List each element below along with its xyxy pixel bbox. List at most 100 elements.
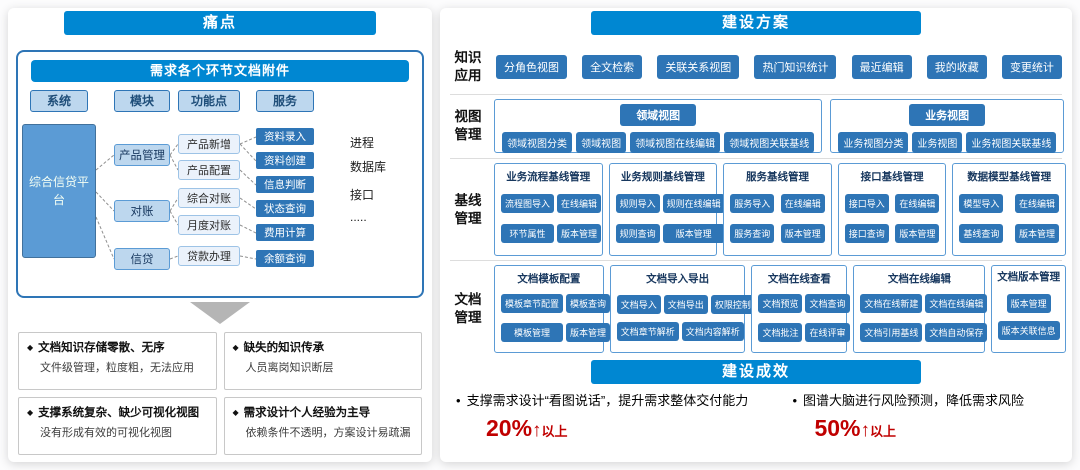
metric-value-line: 50%↑以上 (814, 415, 1064, 442)
column-header-service: 服务 (256, 90, 314, 112)
document-button[interactable]: 文档自动保存 (925, 322, 988, 342)
doc-chip-row: 文档导入 文档导出 权限控制 (616, 295, 755, 315)
baseline-button[interactable]: 模型导入 (959, 194, 1004, 213)
document-button[interactable]: 文档在线新建 (860, 294, 923, 314)
baseline-button[interactable]: 规则导入 (615, 194, 660, 213)
view-button[interactable]: 业务视图关联基线 (966, 132, 1057, 153)
knowledge-button[interactable]: 变更统计 (1001, 55, 1062, 79)
row-view-management: 视图管理 领域视图 领域视图分类 领域视图 领域视图在线编辑 领域视图关联基线 … (440, 96, 1072, 156)
baseline-button[interactable]: 服务查询 (730, 224, 775, 243)
group-doc-online-edit: 文档在线编辑 文档在线新建 文档在线编辑 文档引用基线 文档自动保存 (853, 265, 988, 353)
view-button[interactable]: 业务视图分类 (838, 132, 909, 153)
function-node: 产品配置 (178, 160, 240, 180)
baseline-button[interactable]: 环节属性 (501, 224, 555, 243)
side-item-interface: 接口 (350, 188, 375, 202)
function-node: 贷款办理 (178, 246, 240, 266)
up-arrow-icon: ↑ (860, 419, 870, 441)
group-rule-baseline: 业务规则基线管理 规则导入 规则在线编辑 规则查询 版本管理 (608, 163, 725, 256)
document-button[interactable]: 版本管理 (1006, 294, 1051, 314)
baseline-button[interactable]: 在线编辑 (895, 194, 940, 213)
group-title: 文档模板配置 (517, 273, 581, 285)
baseline-button[interactable]: 版本管理 (780, 224, 825, 243)
document-button[interactable]: 版本关联信息 (997, 321, 1060, 341)
document-button[interactable]: 模板查询 (566, 294, 611, 314)
baseline-button[interactable]: 规则在线编辑 (662, 194, 725, 213)
baseline-button[interactable]: 服务导入 (730, 194, 775, 213)
baseline-button[interactable]: 接口导入 (844, 194, 889, 213)
view-groups: 领域视图 领域视图分类 领域视图 领域视图在线编辑 领域视图关联基线 业务视图 … (494, 99, 1064, 153)
document-button[interactable]: 文档引用基线 (860, 322, 923, 342)
group-doc-import-export: 文档导入导出 文档导入 文档导出 权限控制 文档章节解析 文档内容解析 (609, 265, 755, 353)
document-button[interactable]: 文档章节解析 (616, 321, 679, 341)
document-button[interactable]: 版本管理 (566, 322, 611, 342)
column-header-function: 功能点 (178, 90, 240, 112)
group-title: 数据模型基线管理 (967, 171, 1052, 183)
group-interface-baseline: 接口基线管理 接口导入 在线编辑 接口查询 版本管理 (837, 163, 947, 256)
group-title: 文档版本管理 (997, 271, 1061, 283)
group-title: 文档导入导出 (646, 273, 710, 285)
service-node: 资料创建 (256, 152, 314, 169)
module-node: 对账 (114, 200, 170, 222)
view-button[interactable]: 领域视图关联基线 (724, 132, 815, 153)
pain-panel: 痛点 需求各个环节文档附件 系统 模块 功能点 服务 综合信贷平台 产品管理 对… (8, 8, 432, 462)
pain-desc: 依赖条件不透明，方案设计易疏漏 (245, 426, 411, 439)
metric-suffix: 以上 (869, 423, 896, 439)
knowledge-button[interactable]: 热门知识统计 (754, 55, 837, 79)
knowledge-button[interactable]: 全文检索 (582, 55, 643, 79)
metric-item: • 支撑需求设计“看图说话”，提升需求整体交付能力 20%↑以上 (456, 392, 776, 442)
function-node: 综合对账 (178, 188, 240, 208)
baseline-button[interactable]: 基线查询 (959, 224, 1004, 243)
pain-point-grid: ◆文档知识存储零散、无序 文件级管理，粒度粗，无法应用 ◆缺失的知识传承 人员离… (18, 332, 422, 455)
document-button[interactable]: 模板管理 (501, 322, 564, 342)
baseline-button[interactable]: 在线编辑 (1014, 194, 1059, 213)
document-button[interactable]: 文档导出 (663, 295, 708, 315)
row-baseline-management: 基线管理 业务流程基线管理 流程图导入 在线编辑 环节属性 版本管理 业务规则基… (440, 160, 1072, 259)
diagram-title: 需求各个环节文档附件 (31, 60, 409, 82)
baseline-button[interactable]: 版本管理 (662, 224, 725, 243)
baseline-button[interactable]: 版本管理 (1014, 224, 1059, 243)
baseline-button[interactable]: 在线编辑 (780, 194, 825, 213)
view-button[interactable]: 领域视图在线编辑 (630, 132, 721, 153)
group-title: 业务规则基线管理 (620, 171, 705, 183)
down-arrow-icon (190, 302, 250, 324)
pain-point-card: ◆文档知识存储零散、无序 文件级管理，粒度粗，无法应用 (18, 332, 217, 390)
group-title-business-view[interactable]: 业务视图 (909, 104, 986, 126)
baseline-button[interactable]: 规则查询 (615, 224, 660, 243)
document-button[interactable]: 文档内容解析 (681, 321, 744, 341)
document-button[interactable]: 模板章节配置 (501, 294, 564, 314)
doc-chips: 版本管理 版本关联信息 (995, 286, 1062, 348)
group-title-domain-view[interactable]: 领域视图 (620, 104, 697, 126)
document-button[interactable]: 文档批注 (758, 322, 803, 342)
document-button[interactable]: 文档预览 (758, 294, 803, 314)
group-business-view: 业务视图 业务视图分类 业务视图 业务视图关联基线 (830, 99, 1064, 153)
row-divider (450, 94, 1062, 95)
knowledge-button[interactable]: 最近编辑 (851, 55, 912, 79)
baseline-button[interactable]: 流程图导入 (501, 194, 555, 213)
row-label-document: 文档管理 (454, 291, 482, 325)
baseline-chips: 模型导入 在线编辑 基线查询 版本管理 (956, 186, 1062, 251)
pain-point-card: ◆支撑系统复杂、缺少可视化视图 没有形成有效的可视化视图 (18, 397, 217, 455)
baseline-button[interactable]: 接口查询 (844, 224, 889, 243)
knowledge-button[interactable]: 分角色视图 (496, 55, 567, 79)
baseline-chips: 接口导入 在线编辑 接口查询 版本管理 (842, 186, 943, 251)
view-button[interactable]: 领域视图分类 (502, 132, 573, 153)
solution-panel: 建设方案 知识应用 分角色视图 全文检索 关联关系视图 热门知识统计 最近编辑 … (440, 8, 1072, 462)
document-button[interactable]: 在线评审 (805, 322, 850, 342)
knowledge-button[interactable]: 关联关系视图 (657, 55, 740, 79)
metric-value-line: 20%↑以上 (486, 415, 776, 442)
view-button[interactable]: 业务视图 (912, 132, 963, 153)
doc-chips: 文档导入 文档导出 权限控制 文档章节解析 文档内容解析 (614, 288, 755, 348)
baseline-button[interactable]: 在线编辑 (557, 194, 602, 213)
document-button[interactable]: 文档在线编辑 (925, 294, 988, 314)
diamond-bullet-icon: ◆ (27, 408, 34, 417)
solution-panel-title: 建设方案 (591, 11, 921, 35)
group-process-baseline: 业务流程基线管理 流程图导入 在线编辑 环节属性 版本管理 (494, 163, 603, 256)
document-button[interactable]: 文档查询 (805, 294, 850, 314)
view-button[interactable]: 领域视图 (576, 132, 627, 153)
document-button[interactable]: 文档导入 (616, 295, 661, 315)
document-button[interactable]: 权限控制 (710, 295, 755, 315)
baseline-button[interactable]: 版本管理 (557, 224, 602, 243)
knowledge-button[interactable]: 我的收藏 (926, 55, 987, 79)
baseline-button[interactable]: 版本管理 (895, 224, 940, 243)
pain-point-card: ◆缺失的知识传承 人员离岗知识断层 (223, 332, 422, 390)
